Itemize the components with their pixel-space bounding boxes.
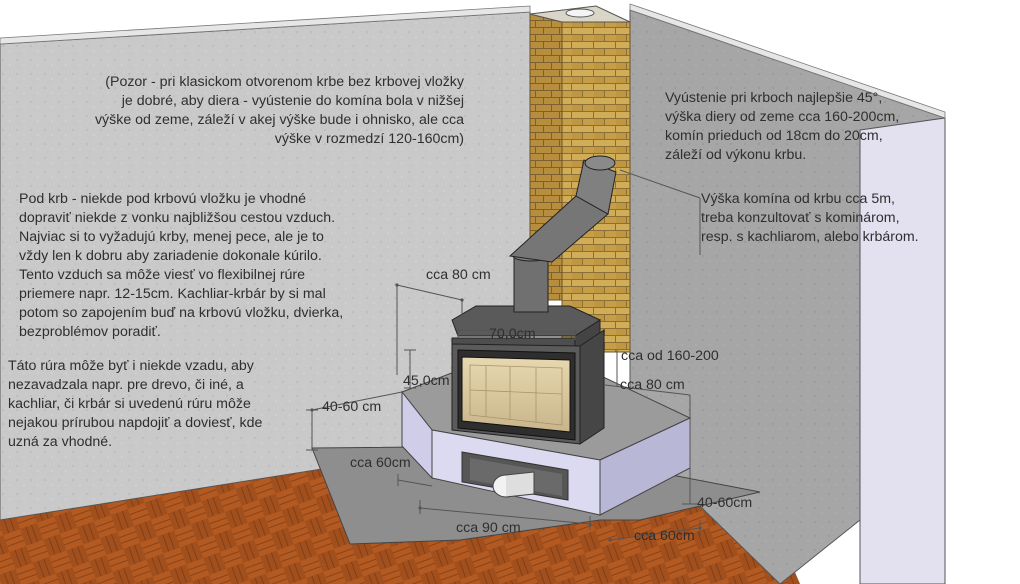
chimney-flue-opening xyxy=(565,8,595,18)
firebox-lining xyxy=(469,364,563,426)
wall-top-cap xyxy=(0,5,531,45)
firebox-glass xyxy=(461,356,571,433)
dim-base-height-left: 40-60 cm xyxy=(322,399,382,415)
dim-stove-height: 45,0cm xyxy=(403,373,450,389)
note-vyustenie: Vyústenie pri krboch najlepšie 45°, výšk… xyxy=(665,90,900,163)
stove-side xyxy=(579,329,605,445)
dimension-arrows xyxy=(310,283,702,542)
flue-pipe-vertical xyxy=(513,255,549,313)
note-vyska-komina: Výška komína od krbu cca 5m, treba konzu… xyxy=(701,191,919,245)
dim-right-depth: cca 80 cm xyxy=(620,377,685,393)
dim-front-left: cca 60cm xyxy=(350,455,411,471)
flue-pipe-inlet xyxy=(584,155,616,171)
dim-front-width: cca 90 cm xyxy=(456,520,521,536)
dim-front-right: cca 60cm xyxy=(634,528,695,544)
note-pozor: (Pozor - pri klasickom otvorenom krbe be… xyxy=(94,74,464,147)
right-wall-top-cap xyxy=(629,3,946,119)
dim-top-depth: cca 80 cm xyxy=(426,267,491,283)
dim-base-height-right: 40-60cm xyxy=(697,495,753,511)
air-pipe-body xyxy=(505,471,535,498)
note-pod-krb: Pod krb - niekde pod krbovú vložku je vh… xyxy=(19,191,344,340)
dim-stove-width: 70,0cm xyxy=(489,326,536,342)
right-wall-edge xyxy=(859,117,946,584)
dim-pipe-height: cca od 160-200 xyxy=(621,348,719,364)
flue-pipe-upper xyxy=(575,159,617,215)
note-rura: Táto rúra môže byť i niekde vzadu, aby n… xyxy=(8,358,263,450)
